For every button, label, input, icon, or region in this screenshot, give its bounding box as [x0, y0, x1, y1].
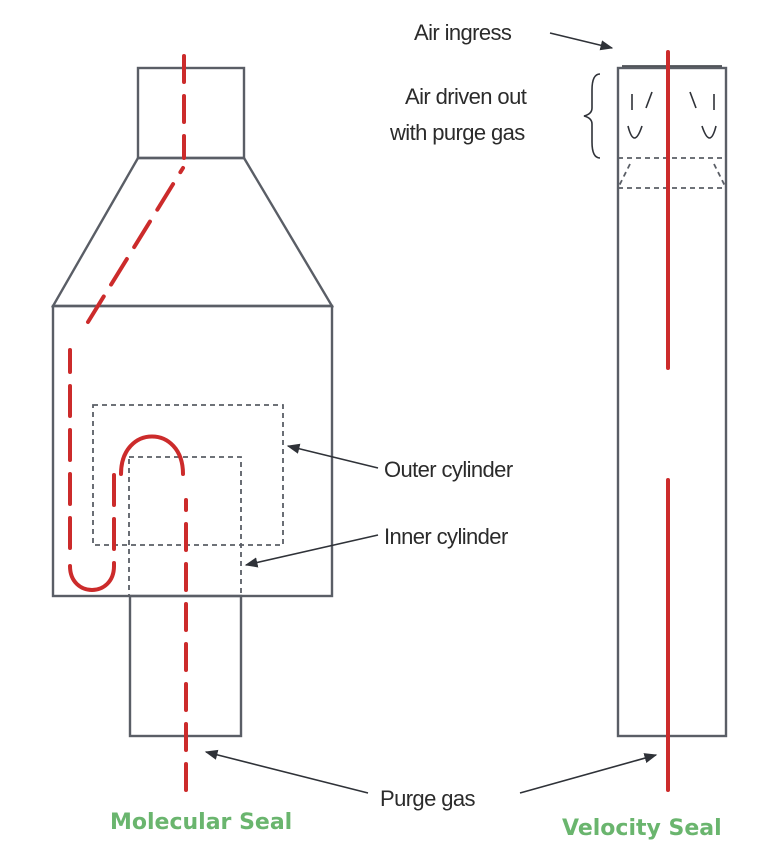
- inner-cylinder-label: Inner cylinder: [384, 524, 508, 549]
- velocity-stack: [616, 66, 728, 738]
- air-u-left: [627, 125, 643, 139]
- molecular-flow-turnaround-bottom: [68, 564, 116, 592]
- molecular-seal-vessel: [50, 66, 335, 738]
- purge-gas-leader-left: [204, 749, 369, 794]
- velocity-air-currents: [627, 91, 717, 139]
- molecular-body: [51, 304, 334, 598]
- velocity-seal-vessel: [616, 65, 728, 738]
- inner-cylinder-leader: [244, 534, 379, 568]
- purge-gas-label: Purge gas: [380, 786, 475, 811]
- air-driven-brace: [583, 73, 601, 159]
- outer-cylinder-label: Outer cylinder: [384, 457, 513, 482]
- air-stroke-3: [689, 91, 697, 109]
- molecular-seal-label: Molecular Seal: [110, 810, 292, 835]
- outer-cylinder-leader: [286, 443, 379, 469]
- air-ingress-leader: [549, 32, 614, 51]
- molecular-flow-turnaround-top: [119, 434, 185, 476]
- velocity-seal-zone-left-taper: [617, 163, 631, 189]
- molecular-flow-diagonal: [86, 166, 185, 324]
- velocity-seal-zone-right-taper: [713, 163, 727, 189]
- air-ingress-label: Air ingress: [414, 20, 512, 45]
- molecular-top-stack: [136, 66, 246, 160]
- air-driven-label-line1: Air driven out: [405, 84, 527, 109]
- molecular-flow-path: [68, 54, 188, 792]
- air-stroke-2: [645, 91, 653, 109]
- velocity-seal-label: Velocity Seal: [562, 816, 722, 841]
- molecular-cone: [50, 156, 335, 308]
- purge-gas-leader-right: [519, 753, 658, 794]
- leader-lines: [204, 32, 658, 794]
- inner-cylinder-shape: [128, 456, 242, 597]
- air-driven-label-line2: with purge gas: [389, 120, 525, 145]
- air-u-right: [701, 125, 717, 139]
